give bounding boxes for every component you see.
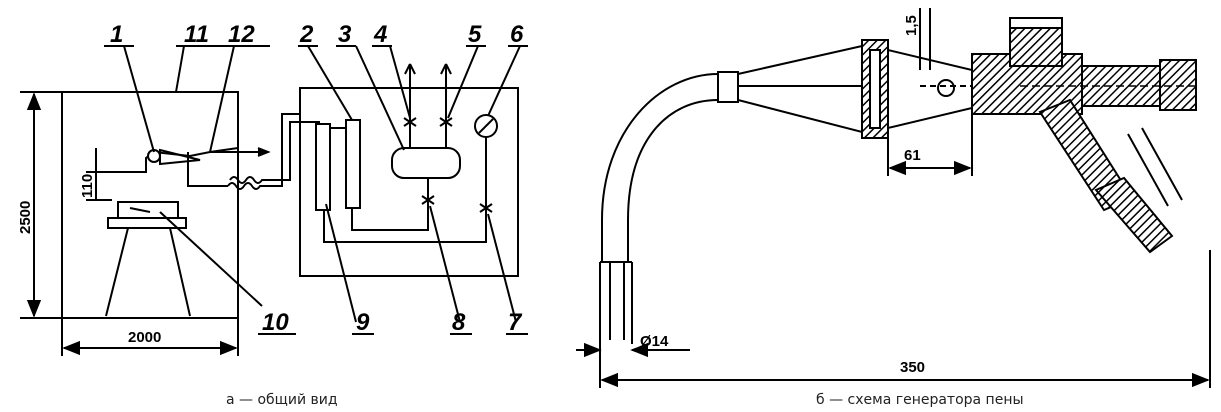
leader-9	[325, 203, 357, 323]
leader-12	[209, 45, 235, 153]
dim-width: 2000	[128, 329, 161, 346]
pipe-lower	[187, 152, 228, 187]
pipe-second	[229, 121, 320, 184]
label-4: 4	[373, 21, 387, 48]
valve-8	[421, 195, 435, 205]
leader-8	[429, 205, 461, 323]
dim-stand: 110	[79, 174, 96, 198]
caption-a: а — общий вид	[226, 392, 338, 408]
generator-cone	[737, 44, 863, 134]
leader-7	[487, 213, 517, 323]
leader-1	[123, 45, 155, 153]
label-1: 1	[110, 21, 123, 48]
branch-fitting	[1094, 176, 1174, 254]
label-11: 11	[184, 21, 209, 48]
foam-generator-symbol	[96, 147, 271, 173]
dim-nozzle: 1,5	[903, 15, 920, 36]
flowmeter-9	[315, 123, 331, 211]
test-stand	[105, 201, 191, 317]
tube-end	[599, 261, 633, 344]
panel-a-general-view	[20, 45, 528, 356]
valve-4	[403, 117, 417, 127]
flowmeter-2	[345, 119, 361, 209]
leader-6	[487, 45, 521, 117]
tube-inner	[627, 99, 719, 262]
panel-b-generator-scheme	[576, 8, 1211, 388]
leader-5	[447, 45, 479, 119]
label-5: 5	[468, 21, 482, 48]
dim-tube-diameter: Ø14	[640, 333, 669, 350]
dim-height: 2500	[17, 201, 34, 234]
label-12: 12	[228, 21, 255, 48]
label-8: 8	[452, 309, 466, 336]
chamber-outline	[61, 91, 239, 319]
dim-body: 61	[904, 147, 921, 164]
valve-7	[479, 203, 493, 213]
dim-length: 350	[900, 359, 925, 376]
rear-nut	[1159, 59, 1197, 111]
leader-11	[175, 45, 185, 93]
label-7: 7	[508, 309, 523, 336]
leader-10	[159, 211, 263, 307]
label-10: 10	[262, 309, 289, 336]
label-2: 2	[299, 21, 314, 48]
leader-2	[307, 45, 353, 121]
caption-b: б — схема генератора пены	[816, 392, 1024, 408]
leader-4	[389, 45, 411, 119]
pipe-heater	[227, 113, 300, 190]
leader-3	[355, 45, 405, 151]
valve-5	[439, 117, 453, 127]
label-6: 6	[510, 21, 524, 48]
label-3: 3	[338, 21, 352, 48]
tube-outer	[601, 73, 719, 262]
label-9: 9	[356, 309, 370, 336]
vessel-3	[391, 147, 461, 179]
